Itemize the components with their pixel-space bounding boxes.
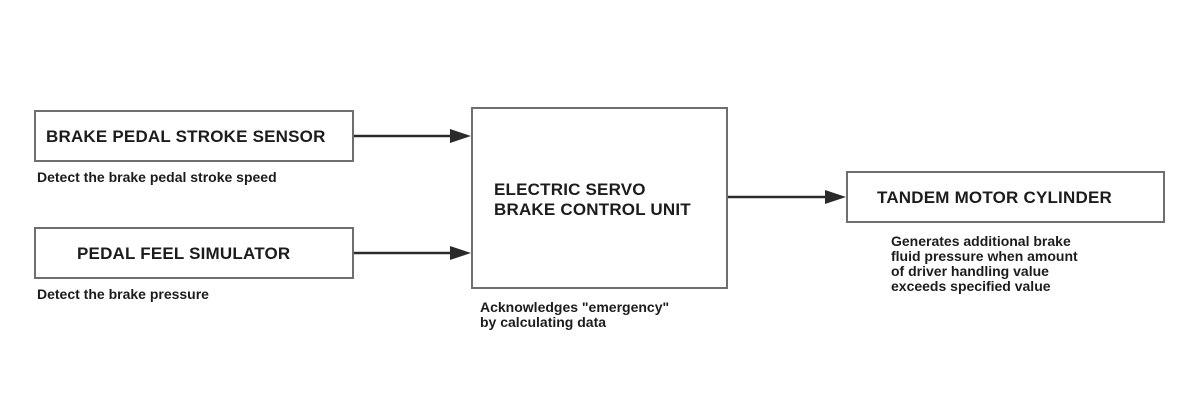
feel-simulator-note: Detect the brake pressure — [37, 286, 209, 302]
control-unit-note: Acknowledges "emergency" by calculating … — [480, 299, 670, 330]
arrowhead-stroke-sensor — [450, 129, 471, 143]
stroke-sensor-note: Detect the brake pedal stroke speed — [37, 169, 277, 185]
arrowhead-feel-simulator — [450, 246, 471, 260]
motor-cylinder-note: Generates additional brake fluid pressur… — [891, 233, 1078, 294]
stroke-sensor-label: BRAKE PEDAL STROKE SENSOR — [46, 127, 326, 146]
motor-cylinder-label: TANDEM MOTOR CYLINDER — [877, 188, 1112, 207]
motor-cylinder-box — [846, 171, 1165, 223]
stroke-sensor-box — [34, 110, 354, 162]
control-unit-box — [471, 107, 728, 289]
control-unit-label-line1: ELECTRIC SERVO — [494, 180, 646, 199]
feel-simulator-box — [34, 227, 354, 279]
arrowhead-motor-cylinder — [825, 190, 846, 204]
control-unit-label-line2: BRAKE CONTROL UNIT — [494, 200, 691, 219]
feel-simulator-label: PEDAL FEEL SIMULATOR — [77, 244, 291, 263]
